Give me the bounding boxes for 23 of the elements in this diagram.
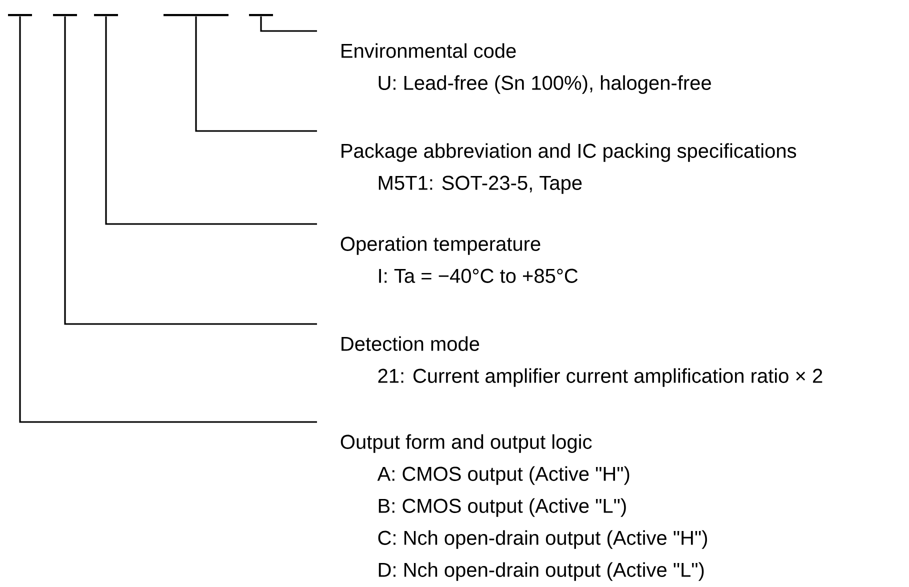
part-heading: Operation temperature	[340, 236, 540, 255]
leader-line	[64, 16, 317, 325]
leader-line	[105, 16, 317, 225]
leader-line	[195, 16, 317, 132]
part-heading: Environmental code	[342, 43, 516, 58]
leader-line	[19, 16, 317, 423]
code-description: B: CMOS output (Active "L")	[378, 498, 626, 517]
part-heading: Output form and output logic	[340, 434, 592, 453]
part-heading: Detection mode	[342, 336, 480, 351]
bracket-bar	[53, 14, 77, 16]
code-description: C: Nch open-drain output (Active "H")	[378, 530, 707, 549]
bracket-bar	[164, 14, 228, 16]
code-description: D: Nch open-drain output (Active "L")	[378, 562, 704, 581]
code-description: M5T1: SOT-23-5, Tape	[378, 176, 582, 194]
code-description: U: Lead-free (Sn 100%), halogen-free	[378, 75, 711, 94]
leader-line	[260, 16, 317, 32]
bracket-bar	[94, 14, 118, 16]
code-description: 21: Current amplifier current amplification ratio × 2	[378, 368, 822, 387]
bracket-bar	[249, 14, 273, 16]
part-heading: Package abbreviation and IC packing specifications	[342, 143, 796, 162]
code-description: A: CMOS output (Active "H")	[377, 466, 630, 485]
code-description: I: Ta = −40°C to +85°C	[379, 268, 578, 283]
bracket-bar	[8, 14, 32, 16]
